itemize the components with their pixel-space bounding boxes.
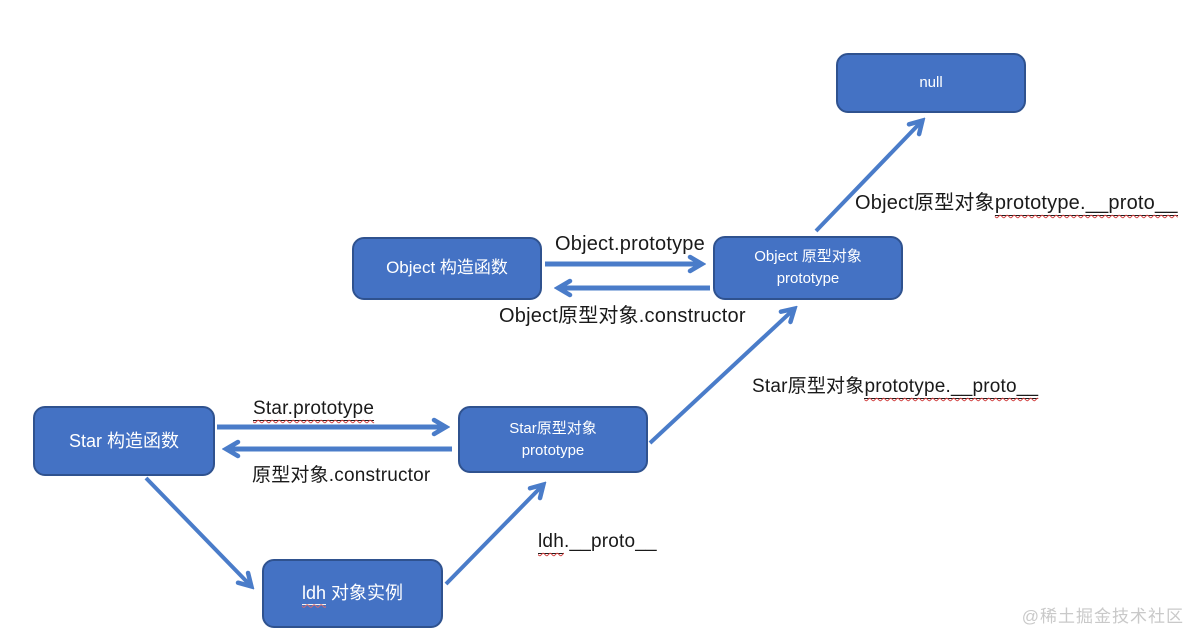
label-object-proto-chain: Object原型对象prototype.__proto__ bbox=[855, 186, 1178, 216]
node-star-constructor-label: Star 构造函数 bbox=[68, 430, 179, 451]
label-star-prototype: Star.prototype bbox=[253, 398, 375, 421]
arrow-star-ctor-to-ldh bbox=[144, 476, 250, 585]
node-object-prototype-line2: prototype bbox=[776, 270, 840, 287]
node-ldh-underlined: ldh bbox=[301, 583, 326, 606]
label-object-prototype: Object.prototype bbox=[555, 233, 705, 255]
node-object-prototype-line1: Object 原型对象 bbox=[754, 248, 862, 266]
label-star-proto-constructor: 原型对象.constructor bbox=[252, 465, 431, 486]
label-star-proto-chain: Star原型对象prototype.__proto__ bbox=[752, 371, 1039, 399]
label-star-prototype-text: Star.prototype bbox=[253, 398, 375, 421]
arrow-star-proto-to-object-proto bbox=[648, 310, 793, 445]
node-object-constructor: Object 构造函数 bbox=[352, 237, 542, 300]
label-star-proto-chain-plain: Star原型对象 bbox=[752, 376, 865, 397]
label-object-proto-chain-underlined: prototype.__proto__ bbox=[994, 192, 1178, 216]
node-star-prototype: Star原型对象 prototype bbox=[458, 406, 648, 473]
node-star-constructor: Star 构造函数 bbox=[33, 406, 215, 476]
node-null: null bbox=[836, 53, 1026, 113]
node-ldh-rest: 对象实例 bbox=[326, 583, 404, 604]
arrow-ldh-to-star-proto bbox=[444, 486, 542, 586]
label-object-proto-constructor: Object原型对象.constructor bbox=[499, 305, 746, 327]
node-star-prototype-line2: prototype bbox=[521, 441, 585, 459]
node-star-prototype-line1: Star原型对象 bbox=[509, 419, 597, 437]
label-ldh-proto-rest: .__proto__ bbox=[563, 531, 657, 552]
label-object-proto-chain-plain: Object原型对象 bbox=[855, 192, 995, 214]
node-ldh-instance: ldh 对象实例 bbox=[262, 559, 443, 628]
node-null-label: null bbox=[919, 74, 943, 92]
label-star-proto-chain-underlined: prototype.__proto__ bbox=[864, 376, 1039, 399]
node-object-constructor-label: Object 构造函数 bbox=[386, 258, 508, 278]
node-ldh-instance-label: ldh 对象实例 bbox=[301, 580, 404, 606]
arrow-object-proto-to-null bbox=[814, 122, 921, 233]
watermark: @稀土掘金技术社区 bbox=[1021, 607, 1184, 626]
node-object-prototype: Object 原型对象 prototype bbox=[713, 236, 903, 300]
label-ldh-proto: ldh.__proto__ bbox=[538, 531, 657, 554]
label-ldh-proto-underlined: ldh bbox=[538, 531, 564, 554]
